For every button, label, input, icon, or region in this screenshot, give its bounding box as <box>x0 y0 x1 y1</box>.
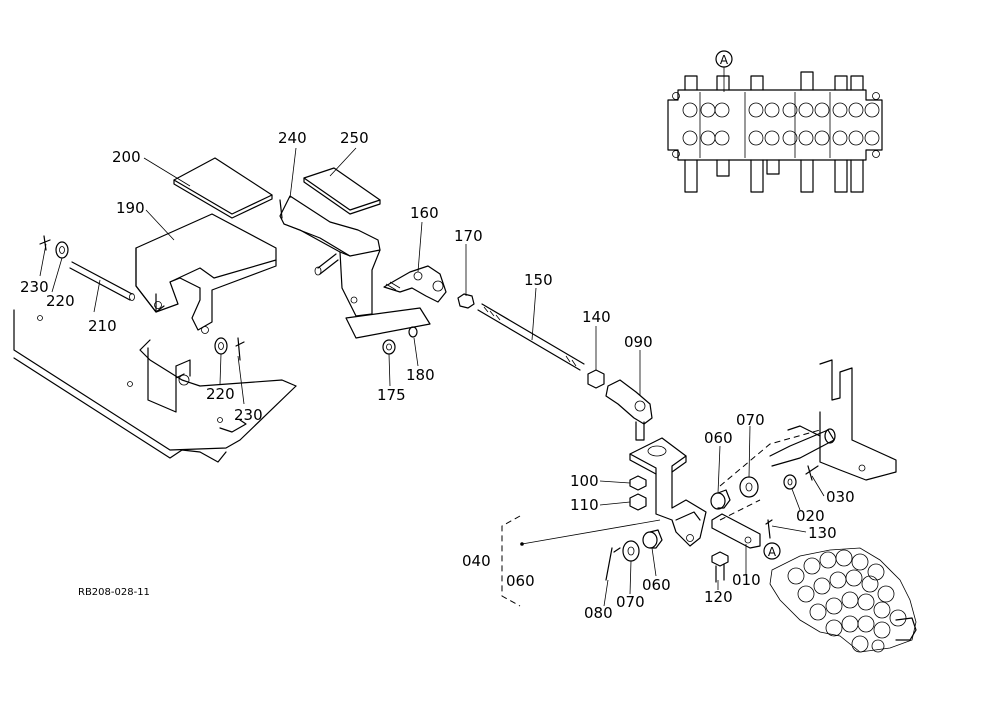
part-190-cover <box>135 213 277 334</box>
callout-140: 140 <box>582 308 611 326</box>
right-frame <box>719 359 897 521</box>
figure-code: RB208-028-11 <box>78 587 150 598</box>
callout-070-upper: 070 <box>736 411 765 429</box>
part-110-nut <box>629 493 647 511</box>
callout-160: 160 <box>410 204 439 222</box>
callout-230-right: 230 <box>234 406 263 424</box>
part-070-washer-lower <box>622 540 640 562</box>
callout-040: 040 <box>462 552 491 570</box>
callout-200: 200 <box>112 148 141 166</box>
left-floor-plate <box>13 309 297 463</box>
callout-210: 210 <box>88 317 117 335</box>
part-220-washer-right <box>214 337 228 355</box>
part-170-nut <box>457 293 475 309</box>
callout-110: 110 <box>570 496 599 514</box>
part-200-pad <box>173 157 273 219</box>
part-060-bushing-upper <box>710 489 731 510</box>
part-020-washer <box>783 474 797 490</box>
part-150-rod <box>477 303 585 371</box>
part-090-rod-end <box>605 379 653 441</box>
callout-030: 030 <box>826 488 855 506</box>
detail-marker-label: A <box>720 53 729 67</box>
callout-230-left: 230 <box>20 278 49 296</box>
part-080-pin-lower <box>605 547 621 581</box>
part-060-bushing-lower <box>642 529 663 549</box>
part-070-washer-upper <box>739 476 759 498</box>
callout-175: 175 <box>377 386 406 404</box>
detail-marker-label-2: A <box>768 545 777 559</box>
callout-100: 100 <box>570 472 599 490</box>
part-175-washer <box>382 339 396 355</box>
callout-250: 250 <box>340 129 369 147</box>
callout-010: 010 <box>732 571 761 589</box>
part-160-rod-end <box>383 265 447 303</box>
part-240-pedal <box>279 195 431 339</box>
leader-lines <box>39 147 825 607</box>
part-220-washer-left <box>55 241 69 259</box>
callout-180: 180 <box>406 366 435 384</box>
gear-cluster <box>769 547 917 653</box>
callout-080: 080 <box>584 604 613 622</box>
part-140-nut <box>587 369 605 389</box>
callout-190: 190 <box>116 199 145 217</box>
callout-120: 120 <box>704 588 733 606</box>
callout-labels: 200 190 230 220 210 220 230 240 250 160 … <box>20 129 855 622</box>
callout-060-group: 060 <box>506 572 535 590</box>
part-010-arm <box>711 513 761 549</box>
left-bracket <box>147 347 191 413</box>
part-130-pin <box>765 519 773 539</box>
callout-060-lower: 060 <box>642 576 671 594</box>
part-120-bolt <box>711 551 729 583</box>
detail-a-valve-block: A <box>667 50 883 193</box>
part-210-pin <box>69 261 135 301</box>
callout-070-lower: 070 <box>616 593 645 611</box>
callout-240: 240 <box>278 129 307 147</box>
callout-060-upper: 060 <box>704 429 733 447</box>
callout-150: 150 <box>524 271 553 289</box>
part-180-washer <box>408 326 418 338</box>
detail-marker-circle-2 <box>763 542 781 560</box>
callout-220-left: 220 <box>46 292 75 310</box>
callout-130: 130 <box>808 524 837 542</box>
callout-020: 020 <box>796 507 825 525</box>
callout-170: 170 <box>454 227 483 245</box>
callout-090: 090 <box>624 333 653 351</box>
part-100-nut <box>629 475 647 491</box>
right-bracket <box>629 437 707 547</box>
callout-220-right: 220 <box>206 385 235 403</box>
part-230-clip-right <box>235 337 245 361</box>
part-250-pedal-pad <box>303 167 381 215</box>
group-040-bracket <box>501 515 661 607</box>
part-030-pin <box>805 465 819 481</box>
